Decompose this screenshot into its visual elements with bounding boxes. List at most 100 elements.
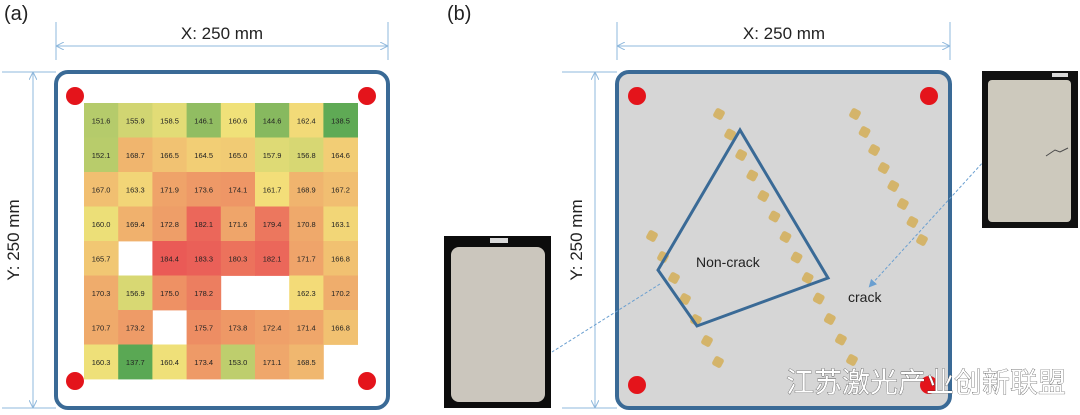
heatmap-cell — [152, 137, 187, 173]
sample-dot — [887, 180, 900, 192]
sample-dot — [896, 198, 909, 210]
heatmap-cell-value: 138.5 — [331, 116, 350, 125]
heatmap-cell — [255, 172, 290, 207]
heatmap-cell-value: 167.0 — [92, 185, 111, 194]
heatmap-cell-value: 153.0 — [229, 358, 248, 367]
heatmap-cell — [323, 137, 358, 173]
sample-dot — [846, 354, 858, 366]
panel-b: (b) X: 250 mm Y: 250 mm Non-crack crack — [444, 3, 1078, 410]
heatmap-cell-value: 162.3 — [297, 289, 316, 298]
watermark-text: 江苏激光产业创新联盟 — [786, 366, 1066, 399]
photo-scale-label — [490, 238, 508, 243]
heatmap-cell — [84, 344, 119, 380]
sample-dot — [779, 231, 792, 243]
heatmap-cell-value: 178.2 — [194, 289, 213, 298]
heatmap-cell — [152, 103, 187, 138]
heatmap-cell-value: 170.2 — [331, 289, 350, 298]
heatmap-cell-value: 175.7 — [194, 323, 213, 332]
heatmap-cell — [220, 103, 256, 138]
heatmap-cell — [255, 241, 290, 276]
crack-label: crack — [848, 289, 882, 305]
heatmap-cell-value: 170.7 — [92, 323, 111, 332]
heatmap-cell-value: 158.5 — [160, 116, 179, 125]
heatmap-cell-value: 170.8 — [297, 220, 316, 229]
heatmap-cell-value: 160.4 — [160, 358, 179, 367]
heatmap-cell — [186, 103, 222, 138]
crack-sample-specimen — [988, 80, 1071, 222]
heatmap-cell — [118, 103, 153, 138]
heatmap-cell-value: 152.1 — [92, 151, 111, 160]
heatmap-cell-value: 161.7 — [263, 185, 282, 194]
heatmap-cell — [186, 137, 222, 173]
non-crack-sample-specimen — [451, 247, 545, 402]
heatmap-cell-value: 151.6 — [92, 116, 111, 125]
heatmap-cell-value: 168.9 — [297, 185, 316, 194]
heatmap-cell-value: 155.9 — [126, 116, 145, 125]
heatmap-cell — [289, 172, 324, 207]
sample-dot — [668, 272, 680, 284]
heatmap-cell — [84, 275, 119, 311]
heatmap-cell — [323, 241, 358, 276]
heatmap-cell — [323, 310, 358, 345]
corner-hole-top-right — [920, 87, 938, 105]
heatmap-cell — [255, 310, 290, 345]
heatmap-cell-value: 171.7 — [297, 254, 316, 263]
heatmap-cell-value: 156.9 — [126, 289, 145, 298]
sample-dot — [701, 335, 713, 347]
corner-hole-top-left — [66, 87, 84, 105]
heatmap-cell — [220, 310, 256, 345]
heatmap-cell — [255, 103, 290, 138]
sample-dot — [757, 190, 770, 202]
heatmap-cell-value: 162.4 — [297, 116, 316, 125]
heatmap-cell — [289, 344, 324, 380]
heatmap-cell — [289, 310, 324, 345]
heatmap-cell — [220, 172, 256, 207]
heatmap-cell-value: 168.7 — [126, 151, 145, 160]
heatmap-cell-value: 173.2 — [126, 323, 145, 332]
y-dimension-label: Y: 250 mm — [4, 199, 23, 280]
heatmap-cell-value: 175.0 — [160, 289, 179, 298]
heatmap-cell — [152, 344, 187, 380]
heatmap-cell — [84, 103, 119, 138]
heatmap-cell — [118, 310, 153, 345]
heatmap-cell — [118, 172, 153, 207]
heatmap-cell — [84, 241, 119, 276]
heatmap-cell-value: 164.6 — [331, 151, 350, 160]
sample-dot — [849, 108, 861, 120]
heatmap-cell — [289, 206, 324, 242]
heatmap-cell — [323, 206, 358, 242]
corner-hole-top-right — [358, 87, 376, 105]
heatmap-cell — [84, 172, 119, 207]
heatmap-cell — [84, 310, 119, 345]
heatmap-cell — [186, 344, 222, 380]
heatmap-cell — [118, 344, 153, 380]
heatmap-cell — [186, 241, 222, 276]
sample-dot — [768, 210, 781, 223]
heatmap-cell — [118, 275, 153, 311]
heatmap-cell-value: 166.8 — [331, 323, 350, 332]
sample-dot — [877, 162, 890, 174]
sample-dot — [646, 230, 658, 242]
non-crack-pointer-line — [551, 283, 661, 353]
heatmap-cell-value: 169.4 — [126, 220, 145, 229]
heatmap-cell-value: 173.8 — [229, 323, 248, 332]
sample-dot — [713, 108, 725, 120]
sample-dot — [858, 126, 871, 138]
heatmap-cell — [118, 206, 153, 242]
heatmap-cell — [220, 206, 256, 242]
heatmap-cell-value: 163.3 — [126, 185, 145, 194]
sample-dot — [790, 251, 803, 264]
heatmap-cell — [152, 241, 187, 276]
heatmap-cell — [289, 137, 324, 173]
heatmap-cell — [152, 172, 187, 207]
heatmap-cell — [186, 275, 222, 311]
heatmap-cell-value: 184.4 — [160, 254, 179, 263]
heatmap-cell-value: 182.1 — [194, 220, 213, 229]
heatmap-cell-value: 146.1 — [194, 116, 213, 125]
crack-pointer-arrow — [868, 159, 986, 288]
corner-hole-bottom-right — [358, 372, 376, 390]
heatmap-cell — [186, 310, 222, 345]
heatmap-cell-value: 165.7 — [92, 254, 111, 263]
heatmap-cell-value: 171.9 — [160, 185, 179, 194]
